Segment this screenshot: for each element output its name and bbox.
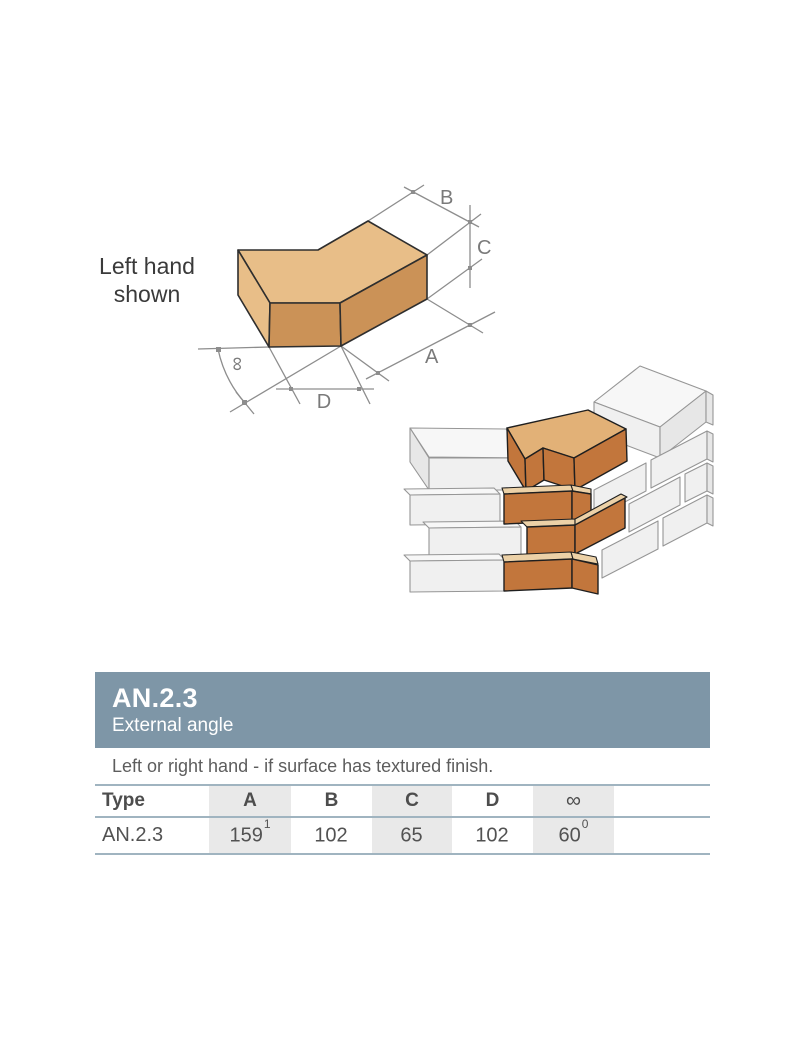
- col-header-c: C: [372, 785, 452, 817]
- col-header-a: A: [209, 785, 291, 817]
- extension-line: [367, 184, 425, 222]
- product-name: External angle: [112, 715, 234, 737]
- brick-face: [628, 476, 681, 533]
- extension-line: [426, 213, 482, 256]
- cell-a: 1591: [209, 817, 291, 854]
- dim-line-b: [403, 186, 480, 228]
- extension-line: [426, 258, 483, 300]
- cell-angle: 600: [533, 817, 614, 854]
- brick-face: [409, 493, 501, 526]
- corner-brick-face: [526, 524, 576, 557]
- col-header-type: Type: [102, 790, 145, 811]
- wall-illustration: [403, 365, 714, 595]
- extension-line: [268, 346, 301, 405]
- tick-marks: [216, 190, 472, 405]
- cell-d-value: 102: [475, 824, 509, 847]
- dimension-lines: [197, 184, 496, 415]
- dim-label-d: D: [317, 391, 331, 413]
- cell-a-value: 159: [229, 824, 263, 847]
- dim-line-a: [365, 311, 496, 380]
- product-code: AN.2.3: [112, 683, 198, 713]
- caption-shown: shown: [114, 281, 180, 307]
- product-note: Left or right hand - if surface has text…: [112, 755, 494, 776]
- brick: [237, 220, 428, 348]
- extension-line: [426, 298, 484, 334]
- extension-line: [340, 345, 390, 382]
- angle-leg-line: [229, 345, 342, 413]
- corner-bricks: [501, 409, 628, 595]
- corner-brick-face: [503, 558, 573, 592]
- angle-brick-diagram: B C A D ∞ Left hand shown: [99, 184, 496, 415]
- corner-brick-face: [574, 497, 626, 555]
- brick-front-left-face: [268, 302, 342, 348]
- brick-cut-end: [706, 430, 714, 463]
- corner-brick-face: [573, 428, 628, 491]
- product-block: AN.2.3 External angle Left or right hand…: [95, 672, 710, 855]
- angle-leg-line: [197, 346, 270, 350]
- col-header-d: D: [485, 790, 500, 811]
- dim-label-b: B: [440, 187, 453, 209]
- corner-brick-top-sliver: [570, 551, 599, 565]
- dim-label-a: A: [425, 346, 439, 368]
- cell-angle-sup: 0: [581, 817, 589, 832]
- cell-b: 102: [291, 817, 372, 854]
- cell-b-value: 102: [314, 824, 348, 847]
- brick-face: [428, 526, 522, 559]
- col-header-angle: ∞: [533, 785, 614, 817]
- cell-c: 65: [372, 817, 452, 854]
- corner-brick-mitre-face: [571, 558, 599, 595]
- illustrations-canvas: B C A D ∞ Left hand shown: [99, 184, 714, 595]
- cell-a-sup: 1: [263, 817, 271, 832]
- caption-left-hand: Left hand: [99, 253, 195, 279]
- col-header-spacer: [614, 785, 710, 817]
- table-header-row: Type A B C D ∞: [95, 785, 710, 817]
- dim-label-angle: ∞: [226, 357, 248, 371]
- left-wall: [403, 427, 526, 593]
- extension-line: [340, 345, 371, 405]
- cell-c-value: 65: [400, 824, 423, 847]
- table-row: AN.2.3 1591 102 65 102 600: [95, 817, 710, 854]
- product-header: AN.2.3 External angle: [95, 672, 710, 748]
- brick-cut-end: [706, 494, 714, 527]
- brick-cut-end: [705, 390, 714, 426]
- cell-type: AN.2.3: [102, 824, 164, 846]
- cell-d: 102: [452, 817, 533, 854]
- brick-front-right-face: [339, 254, 428, 347]
- right-wall: [593, 365, 714, 579]
- brick-face: [601, 520, 659, 579]
- brick-cut-end: [706, 462, 714, 495]
- spec-table: Type A B C D ∞ AN.2.3 1591 102 65 102 60…: [95, 784, 710, 855]
- dim-label-c: C: [477, 237, 491, 259]
- cell-spacer: [614, 817, 710, 854]
- brick-face: [409, 559, 506, 593]
- cell-angle-value: 60: [558, 824, 581, 847]
- col-header-b: B: [324, 790, 339, 811]
